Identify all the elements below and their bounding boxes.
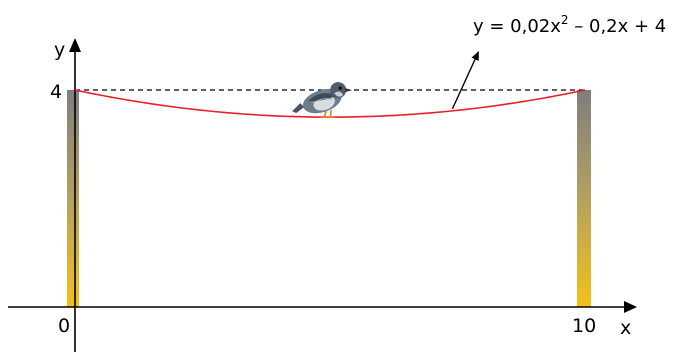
origin-label: 0 (58, 315, 70, 337)
y-axis-label: y (54, 39, 65, 61)
right-pole (577, 90, 591, 307)
x-axis-arrow-icon (624, 301, 637, 313)
parabola-equation: y = 0,02x2 – 0,2x + 4 (473, 13, 666, 37)
equation-prefix: y = 0,02x (473, 16, 561, 37)
equation-exponent: 2 (561, 13, 569, 27)
y-axis-arrow-icon (69, 38, 81, 52)
equation-pointer-arrow (451, 51, 480, 110)
x-axis-label: x (620, 317, 631, 339)
x-tick-label-10: 10 (572, 315, 596, 337)
left-pole (67, 90, 79, 307)
bird-icon (292, 82, 353, 118)
equation-suffix: – 0,2x + 4 (569, 16, 667, 37)
y-tick-label-4: 4 (50, 81, 62, 103)
